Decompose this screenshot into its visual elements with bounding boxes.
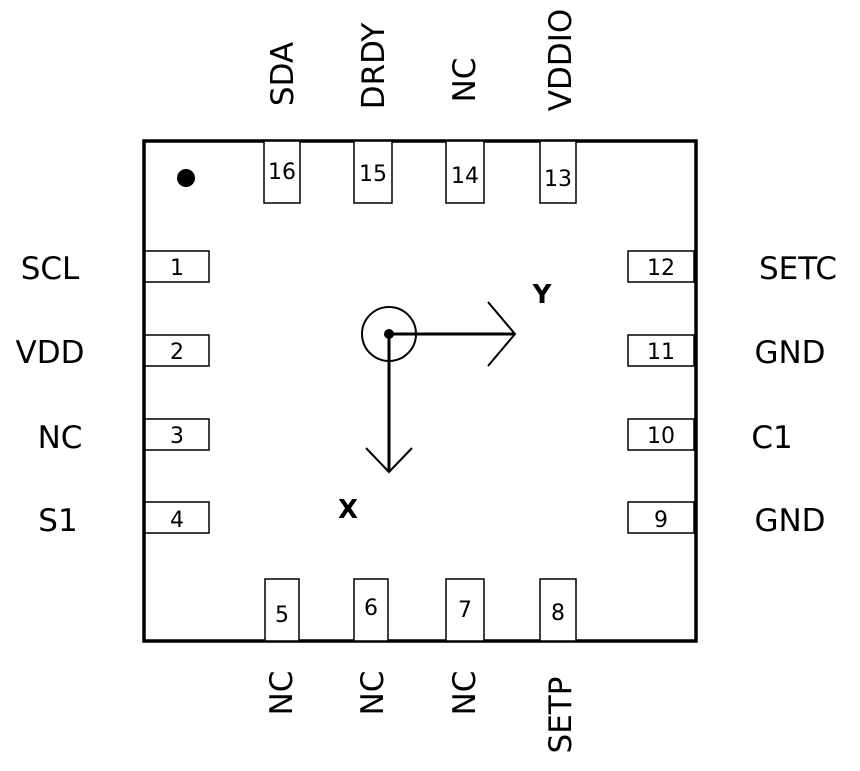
pin-15-number: 15 xyxy=(359,162,387,187)
pin1-indicator-dot xyxy=(177,169,195,187)
pin-6-number: 6 xyxy=(364,596,378,621)
chip-package-body xyxy=(142,139,698,643)
pin-13-name: VDDIO xyxy=(543,9,579,112)
pin-12-name: SETC xyxy=(759,251,837,287)
pin-4-number: 4 xyxy=(170,508,184,533)
pin-11: 11 GND xyxy=(627,334,826,371)
pin-16: 16 SDA xyxy=(263,42,301,204)
y-axis-label: Y xyxy=(532,280,553,310)
pin-4: 4 S1 xyxy=(38,501,210,539)
pin-6: 6 NC xyxy=(353,578,391,716)
pin-13-number: 13 xyxy=(544,167,572,192)
pin-3: 3 NC xyxy=(38,418,210,456)
pin-1: 1 SCL xyxy=(21,250,210,287)
pin-3-name: NC xyxy=(38,420,83,456)
pin-7: 7 NC xyxy=(445,578,485,716)
pin-9-number: 9 xyxy=(654,508,668,533)
pin-2-name: VDD xyxy=(16,335,85,371)
pin-4-name: S1 xyxy=(38,503,77,539)
pin-5-number: 5 xyxy=(275,603,289,628)
pin-5-name: NC xyxy=(264,671,300,716)
pin-11-number: 11 xyxy=(647,340,675,365)
pin-13: 13 VDDIO xyxy=(539,9,579,204)
pin-14: 14 NC xyxy=(445,58,485,204)
pin-8-number: 8 xyxy=(551,601,565,626)
pin-8: 8 SETP xyxy=(539,578,579,754)
pin-5: 5 NC xyxy=(264,578,300,716)
pin-2: 2 VDD xyxy=(16,334,210,371)
pin-7-number: 7 xyxy=(458,598,472,623)
pin-16-name: SDA xyxy=(265,42,301,106)
orientation-axes: Y X xyxy=(338,280,553,525)
pin-12: 12 SETC xyxy=(627,250,837,287)
pin-9: 9 GND xyxy=(627,501,826,539)
pin-1-number: 1 xyxy=(170,256,184,281)
y-axis-arrowhead xyxy=(487,301,517,367)
pin-10: 10 C1 xyxy=(627,418,793,456)
pin-3-number: 3 xyxy=(170,424,184,449)
x-axis-arrowhead xyxy=(365,447,413,474)
pin-16-number: 16 xyxy=(268,160,296,185)
x-axis-label: X xyxy=(338,495,358,525)
pin-14-number: 14 xyxy=(451,164,479,189)
pin-1-name: SCL xyxy=(21,251,80,287)
pin-8-name: SETP xyxy=(543,677,579,754)
pin-15: 15 DRDY xyxy=(353,23,393,204)
pin-15-name: DRDY xyxy=(356,23,392,110)
pin-6-name: NC xyxy=(355,671,391,716)
pin-11-name: GND xyxy=(754,335,825,371)
pin-10-number: 10 xyxy=(647,424,675,449)
pin-2-number: 2 xyxy=(170,340,184,365)
pin-10-name: C1 xyxy=(751,420,792,456)
pin-9-name: GND xyxy=(754,503,825,539)
pin-12-number: 12 xyxy=(647,256,675,281)
pin-14-name: NC xyxy=(447,58,483,103)
pin-7-name: NC xyxy=(447,671,483,716)
